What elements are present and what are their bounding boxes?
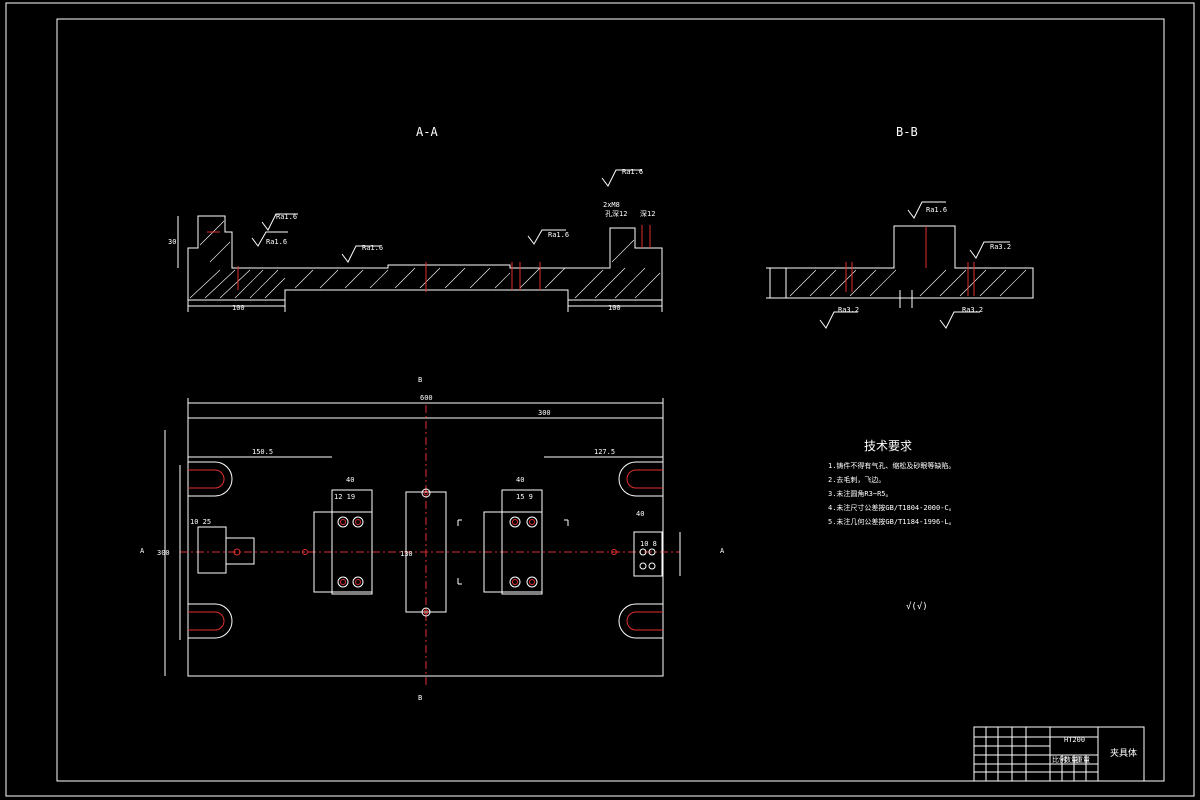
dim-block-w-left: 40 bbox=[346, 476, 354, 484]
aa-hole-label-1: 2xM8 bbox=[603, 201, 620, 209]
tech-req-item-2: 2.去毛刺，飞边。 bbox=[828, 475, 885, 484]
general-roughness: √(√) bbox=[906, 601, 928, 612]
title-part-no: HT200 bbox=[1064, 736, 1085, 744]
section-mark-b-bottom: B bbox=[418, 694, 422, 702]
technical-requirements: 技术要求 1.铸件不得有气孔、缩松及砂眼等缺陷。 2.去毛刺，飞边。 3.未注圆… bbox=[828, 439, 956, 612]
roughness-symbol-bb-2: Ra3.2 bbox=[969, 241, 1011, 259]
title-block: HT200 夹具体 比例 数量 重量 bbox=[973, 726, 1145, 782]
inner-frame bbox=[56, 18, 1165, 782]
roughness-symbol-bb-4: Ra3.2 bbox=[939, 306, 983, 329]
u-slot-bl bbox=[188, 603, 233, 639]
dim-hole-pitch-right: 15 9 bbox=[516, 493, 533, 501]
dim-half-width: 300 bbox=[538, 409, 551, 417]
tech-req-item-4: 4.未注尺寸公差按GB/T1804-2000-C。 bbox=[828, 503, 956, 512]
section-bb-outline bbox=[785, 225, 1034, 299]
svg-text:Ra3.2: Ra3.2 bbox=[838, 306, 859, 314]
dim-height-total: 300 bbox=[157, 549, 170, 557]
section-bb-title: B-B bbox=[896, 125, 918, 139]
dim-right-small: 10 8 bbox=[640, 540, 657, 548]
section-bb-hatch bbox=[789, 269, 1027, 297]
tech-req-item-1: 1.铸件不得有气孔、缩松及砂眼等缺陷。 bbox=[828, 461, 955, 470]
right-small-block bbox=[633, 531, 663, 577]
aa-left-height: 30 bbox=[168, 238, 176, 246]
roughness-symbol-aa-4: Ra1.6 bbox=[527, 229, 569, 245]
roughness-symbol-aa-1: Ra1.6 bbox=[261, 213, 298, 231]
svg-text:Ra1.6: Ra1.6 bbox=[622, 168, 643, 176]
title-label-qty: 数量 bbox=[1064, 755, 1078, 764]
roughness-symbol-bb-3: Ra3.2 bbox=[819, 306, 859, 329]
dim-block-w-right: 40 bbox=[516, 476, 524, 484]
dim-left-small: 10 25 bbox=[190, 518, 211, 526]
plan-view: B B A A 600 300 150.5 127.5 300 10 25 bbox=[140, 376, 725, 702]
aa-depth-label: 深12 bbox=[640, 209, 655, 218]
dim-hole-pitch-left: 12 19 bbox=[334, 493, 355, 501]
svg-text:Ra1.6: Ra1.6 bbox=[276, 213, 297, 221]
title-drawing-name: 夹具体 bbox=[1110, 747, 1137, 759]
roughness-symbol-bb-1: Ra1.6 bbox=[907, 201, 947, 219]
section-mark-a-right: A bbox=[720, 547, 725, 555]
section-aa-hatch bbox=[189, 220, 661, 299]
title-label-weight: 重量 bbox=[1076, 756, 1090, 764]
u-slot-tl bbox=[188, 461, 233, 497]
svg-text:Ra1.6: Ra1.6 bbox=[362, 244, 383, 252]
tech-req-item-5: 5.未注几何公差按GB/T1184-1996-L。 bbox=[828, 517, 956, 526]
dim-right-offset: 127.5 bbox=[594, 448, 615, 456]
svg-text:Ra3.2: Ra3.2 bbox=[990, 243, 1011, 251]
roughness-symbol-aa-5: Ra1.6 bbox=[601, 168, 643, 187]
roughness-symbol-aa-3: Ra1.6 bbox=[341, 244, 383, 263]
section-aa-outline bbox=[187, 215, 663, 301]
dim-left-offset: 150.5 bbox=[252, 448, 273, 456]
svg-text:Ra1.6: Ra1.6 bbox=[548, 231, 569, 239]
u-slot-tr bbox=[618, 461, 663, 497]
outer-border bbox=[5, 2, 1195, 797]
tech-req-item-3: 3.未注圆角R3~R5。 bbox=[828, 489, 893, 498]
u-slot-br bbox=[618, 603, 663, 639]
aa-hole-label-2: 孔深12 bbox=[605, 209, 627, 218]
title-label-scale: 比例 bbox=[1052, 755, 1066, 764]
dim-right-block: 40 bbox=[636, 510, 644, 518]
left-small-block bbox=[197, 526, 227, 574]
left-clamp-block bbox=[331, 489, 373, 595]
dim-center-span: 130 bbox=[400, 550, 413, 558]
aa-left-len: 100 bbox=[232, 304, 245, 312]
section-aa: A-A bbox=[168, 125, 663, 312]
tech-req-title: 技术要求 bbox=[864, 439, 912, 453]
svg-text:Ra1.6: Ra1.6 bbox=[266, 238, 287, 246]
section-bb: B-B Ra1.6 Ra3.2 bbox=[766, 125, 1034, 329]
dim-total-width: 600 bbox=[420, 394, 433, 402]
svg-text:Ra1.6: Ra1.6 bbox=[926, 206, 947, 214]
aa-right-len: 100 bbox=[608, 304, 621, 312]
roughness-symbol-aa-2: Ra1.6 bbox=[251, 231, 288, 247]
svg-text:Ra3.2: Ra3.2 bbox=[962, 306, 983, 314]
section-mark-b-top: B bbox=[418, 376, 422, 384]
section-mark-a-left: A bbox=[140, 547, 145, 555]
section-aa-title: A-A bbox=[416, 125, 438, 139]
